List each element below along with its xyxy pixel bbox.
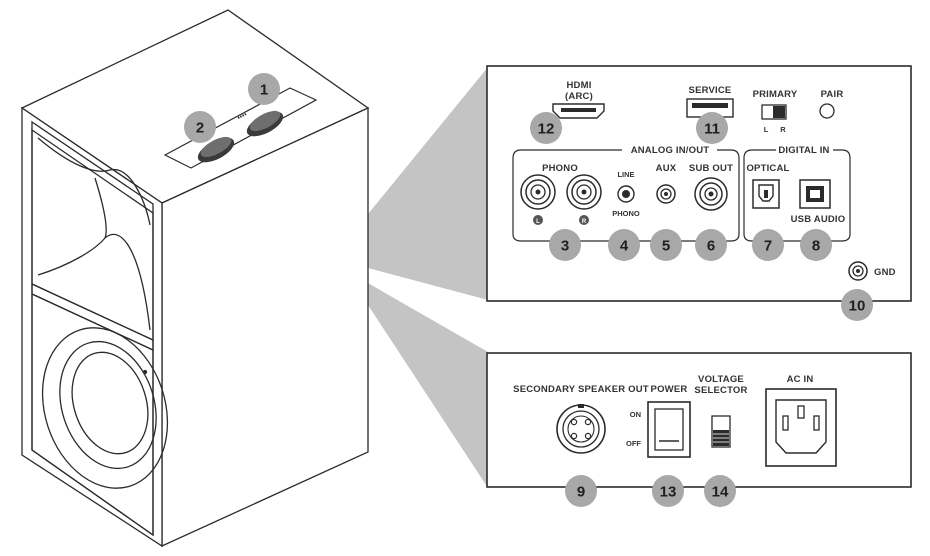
hdmi-label-line1: HDMI [566, 80, 591, 91]
horn-curve-mid [94, 177, 107, 239]
ac-in-label: AC IN [787, 374, 814, 385]
top-panel: HDMI (ARC) SERVICE PRIMARY L R PAIR ANAL… [486, 65, 912, 302]
gnd-terminal[interactable] [848, 261, 868, 281]
badge-3: 3 [549, 229, 581, 261]
svg-text:14: 14 [712, 484, 729, 501]
badge-10: 10 [841, 289, 873, 321]
digital-group-frame [743, 149, 851, 242]
badge-5: 5 [650, 229, 682, 261]
badge-11: 11 [696, 112, 728, 144]
aux-label: AUX [656, 163, 677, 174]
svg-text:8: 8 [812, 238, 820, 255]
secondary-speaker-label: SECONDARY SPEAKER OUT [513, 384, 649, 395]
svg-text:12: 12 [538, 121, 555, 138]
svg-text:10: 10 [849, 298, 866, 315]
badge-2: 2 [184, 111, 216, 143]
hdmi-port[interactable] [552, 103, 605, 119]
analog-group-label: ANALOG IN/OUT [631, 145, 710, 156]
badge-6: 6 [695, 229, 727, 261]
svg-text:6: 6 [707, 238, 715, 255]
bottom-panel-frame [486, 352, 912, 488]
phono-left-dot [533, 215, 543, 225]
gnd-label: GND [874, 267, 896, 278]
badge-1: 1 [248, 73, 280, 105]
primary-left-mark: L [764, 125, 769, 134]
woofer-dot [142, 369, 148, 375]
usb-audio-port[interactable] [799, 179, 831, 209]
primary-label: PRIMARY [753, 89, 798, 100]
svg-text:7: 7 [764, 238, 772, 255]
control-plate [163, 87, 318, 169]
power-label: POWER [651, 384, 688, 395]
speaker-cabinet [20, 9, 370, 548]
usb-audio-label: USB AUDIO [791, 214, 846, 225]
primary-switch[interactable] [761, 104, 787, 120]
svg-text:11: 11 [704, 121, 720, 138]
bottom-panel: SECONDARY SPEAKER OUT POWER ON OFF VOLTA… [486, 352, 912, 488]
horn-curve-upper [37, 137, 151, 226]
number-badges: 1 2 3 4 5 6 7 8 9 10 11 12 13 14 [184, 73, 873, 507]
phono-right-mark: R [582, 219, 587, 225]
badge-12: 12 [530, 112, 562, 144]
voltage-selector-switch[interactable] [711, 415, 731, 448]
line-label: LINE [617, 170, 634, 179]
sub-out-jack[interactable] [694, 177, 728, 211]
phono-right-jack[interactable] [566, 174, 602, 210]
aux-jack[interactable] [656, 184, 676, 204]
svg-text:1: 1 [260, 82, 268, 99]
knob-icon[interactable] [194, 133, 238, 168]
svg-text:2: 2 [196, 120, 204, 137]
badge-4: 4 [608, 229, 640, 261]
on-label: ON [630, 410, 641, 419]
speakon-connector-icon [556, 404, 606, 454]
pair-button[interactable] [819, 103, 835, 119]
cabinet-front-face [21, 106, 163, 548]
svg-text:9: 9 [577, 484, 585, 501]
woofer-ring-inner [71, 351, 149, 455]
phono-label: PHONO [542, 163, 578, 174]
horn-curve-lower [37, 233, 151, 331]
digital-group-label: DIGITAL IN [778, 145, 829, 156]
badge-8: 8 [800, 229, 832, 261]
off-label: OFF [626, 439, 641, 448]
phono-switch-label: PHONO [612, 209, 640, 218]
voltage-label-line2: SELECTOR [694, 385, 747, 396]
power-switch[interactable] [647, 401, 691, 458]
line-phono-switch[interactable] [617, 185, 635, 203]
phono-right-dot [579, 215, 589, 225]
top-control-plate [163, 87, 318, 169]
knob-scale-marks [237, 113, 247, 119]
pair-label: PAIR [821, 89, 844, 100]
voltage-label-line1: VOLTAGE [698, 374, 744, 385]
svg-text:4: 4 [620, 238, 629, 255]
top-callout-wedge [368, 67, 488, 300]
svg-text:3: 3 [561, 238, 569, 255]
woofer-ring-outer [41, 327, 169, 489]
optical-label: OPTICAL [746, 163, 789, 174]
knob-icon[interactable] [243, 107, 287, 142]
ac-in-socket[interactable] [765, 388, 837, 467]
svg-text:13: 13 [660, 484, 677, 501]
secondary-speaker-out-connector[interactable] [556, 404, 606, 454]
woofer-ring-mid [59, 340, 157, 470]
badge-9: 9 [565, 475, 597, 507]
bottom-callout-wedge [366, 282, 488, 488]
badge-14: 14 [704, 475, 736, 507]
hdmi-label-line2: (ARC) [565, 91, 593, 102]
phono-left-jack[interactable] [520, 174, 556, 210]
badge-13: 13 [652, 475, 684, 507]
optical-port[interactable] [752, 179, 780, 209]
phono-left-mark: L [536, 219, 540, 225]
badge-7: 7 [752, 229, 784, 261]
sub-out-label: SUB OUT [689, 163, 733, 174]
svg-text:5: 5 [662, 238, 670, 255]
service-label: SERVICE [689, 85, 732, 96]
primary-right-mark: R [780, 125, 786, 134]
